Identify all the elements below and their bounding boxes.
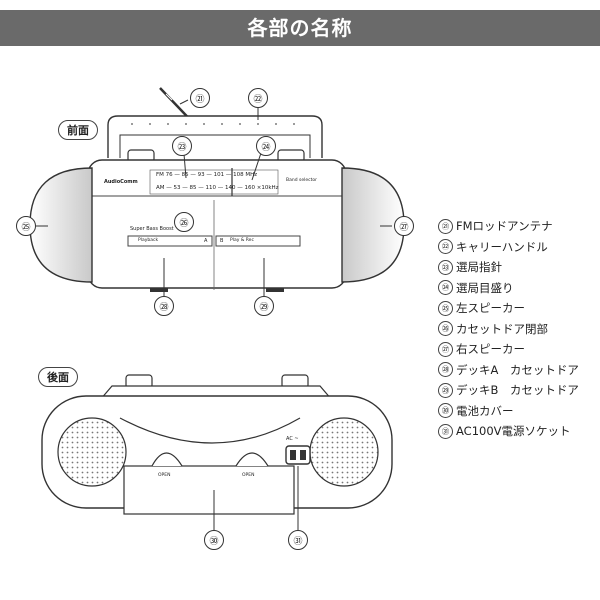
back-handle-curve — [119, 417, 301, 444]
deck-a-label: A — [204, 238, 208, 244]
legend-label: キャリーハンドル — [456, 239, 548, 254]
front-leader-lines — [36, 99, 392, 300]
open-left-label: OPEN — [158, 473, 171, 478]
am-scale: AM — 53 — 85 — 110 — 140 — 160 ×10kHz — [156, 185, 279, 191]
legend-number: ㉔ — [438, 280, 453, 295]
front-view-tag: 前面 — [58, 120, 98, 140]
back-right-speaker — [309, 417, 379, 487]
open-right-label: OPEN — [242, 473, 255, 478]
callout-29: ㉙ — [254, 296, 274, 316]
handle-dots — [131, 123, 295, 125]
legend-number: ㉕ — [438, 300, 453, 316]
legend-label: FMロッドアンテナ — [456, 219, 553, 233]
legend-number: ㉒ — [438, 239, 453, 254]
legend-number: ㉚ — [438, 403, 453, 418]
fm-scale: FM 76 — 85 — 93 — 101 — 108 MHz — [156, 172, 258, 178]
ac-label: AC ~ — [286, 436, 299, 442]
super-bass-label: Super Bass Boost — [130, 226, 174, 232]
legend-label: 右スピーカー — [456, 342, 525, 356]
brand-logo: AudioComm — [104, 179, 138, 185]
legend-number: ㉑ — [438, 218, 453, 234]
legend-label: 選局指針 — [456, 260, 502, 274]
legend-label: デッキA カセットドア — [456, 362, 579, 377]
band-selector-label: Band selector — [286, 178, 317, 183]
ac-socket — [285, 445, 311, 465]
playback-label: Playback — [138, 238, 159, 243]
callout-30: ㉚ — [204, 530, 224, 550]
legend-label: 電池カバー — [456, 403, 514, 418]
deck-b-label: B — [220, 238, 224, 244]
back-leader-lines — [213, 466, 299, 536]
legend-number: ㉓ — [438, 259, 453, 275]
header: 各部の名称 — [0, 0, 600, 58]
tuning-dial — [149, 169, 279, 195]
legend-label: 選局目盛り — [456, 280, 514, 295]
legend-number: ㉛ — [438, 423, 453, 439]
callout-27: ㉗ — [394, 216, 414, 236]
legend-label: カセットドア閉部 — [456, 321, 548, 336]
left-speaker — [29, 167, 93, 283]
callout-28: ㉘ — [154, 296, 174, 316]
deck-a-slot — [127, 235, 213, 247]
callout-24: ㉔ — [256, 136, 276, 156]
legend-label: デッキB カセットドア — [456, 383, 579, 397]
page-title: 各部の名称 — [0, 10, 600, 46]
callout-21: ㉑ — [190, 88, 210, 108]
legend-label: AC100V電源ソケット — [456, 424, 571, 438]
legend-number: ㉘ — [438, 362, 453, 377]
callout-23: ㉓ — [172, 136, 192, 156]
play-rec-label: Play & Rec — [230, 238, 254, 243]
legend-number: ㉖ — [438, 321, 453, 336]
callout-26: ㉖ — [174, 212, 194, 232]
legend-number: ㉗ — [438, 341, 453, 357]
battery-cover — [123, 465, 295, 515]
callout-31: ㉛ — [288, 530, 308, 550]
callout-25: ㉕ — [16, 216, 36, 236]
legend-number: ㉙ — [438, 382, 453, 398]
deck-b-slot — [215, 235, 301, 247]
callout-22: ㉒ — [248, 88, 268, 108]
back-view-tag: 後面 — [38, 367, 78, 387]
back-left-speaker — [57, 417, 127, 487]
legend-label: 左スピーカー — [456, 301, 525, 315]
